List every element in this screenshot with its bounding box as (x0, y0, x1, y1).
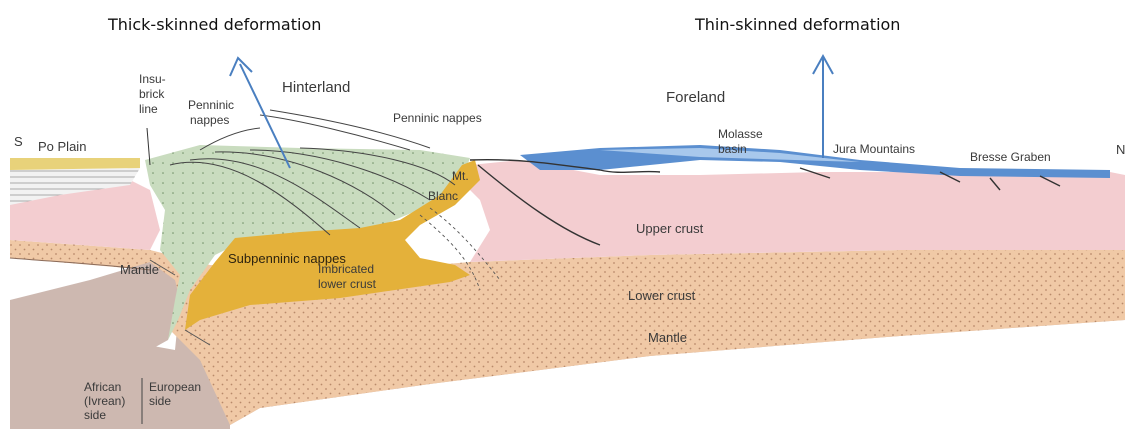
lower-crust-label: Lower crust (628, 288, 696, 303)
european-side-label-2: side (149, 394, 171, 408)
mantle-left-label: Mantle (120, 262, 159, 277)
molasse-label-2: basin (718, 142, 747, 156)
bresse-label: Bresse Graben (970, 150, 1051, 164)
upper-crust-label: Upper crust (636, 221, 704, 236)
penninic-right-label: Penninic nappes (393, 111, 482, 125)
south-label: S (14, 134, 23, 149)
hinterland-label: Hinterland (282, 79, 350, 96)
african-side-label-1: African (84, 380, 121, 394)
imbricated-label-2: lower crust (318, 277, 377, 291)
insubrick-label-3: line (139, 102, 158, 116)
european-side-label-1: European (149, 380, 201, 394)
molasse-label-1: Molasse (718, 127, 763, 141)
penninic-left-label-2: nappes (190, 113, 229, 127)
mt-blanc-label-2: Blanc (428, 189, 458, 203)
po-plain-label: Po Plain (38, 139, 86, 154)
mt-blanc-label-1: Mt. (452, 169, 469, 183)
insubrick-label-1: Insu- (139, 72, 166, 86)
insubrick-label-2: brick (139, 87, 165, 101)
thin-skinned-arrow (813, 56, 833, 158)
north-label: N (1116, 142, 1125, 157)
mantle-right-label: Mantle (648, 330, 687, 345)
imbricated-label-1: Imbricated (318, 262, 374, 276)
penninic-left-label-1: Penninic (188, 98, 234, 112)
jura-label: Jura Mountains (833, 142, 915, 156)
foreland-label: Foreland (666, 89, 725, 106)
african-side-label-3: side (84, 408, 106, 422)
thin-skinned-header: Thin-skinned deformation (694, 15, 900, 34)
african-side-label-2: (Ivrean) (84, 394, 125, 408)
thick-skinned-header: Thick-skinned deformation (107, 15, 321, 34)
